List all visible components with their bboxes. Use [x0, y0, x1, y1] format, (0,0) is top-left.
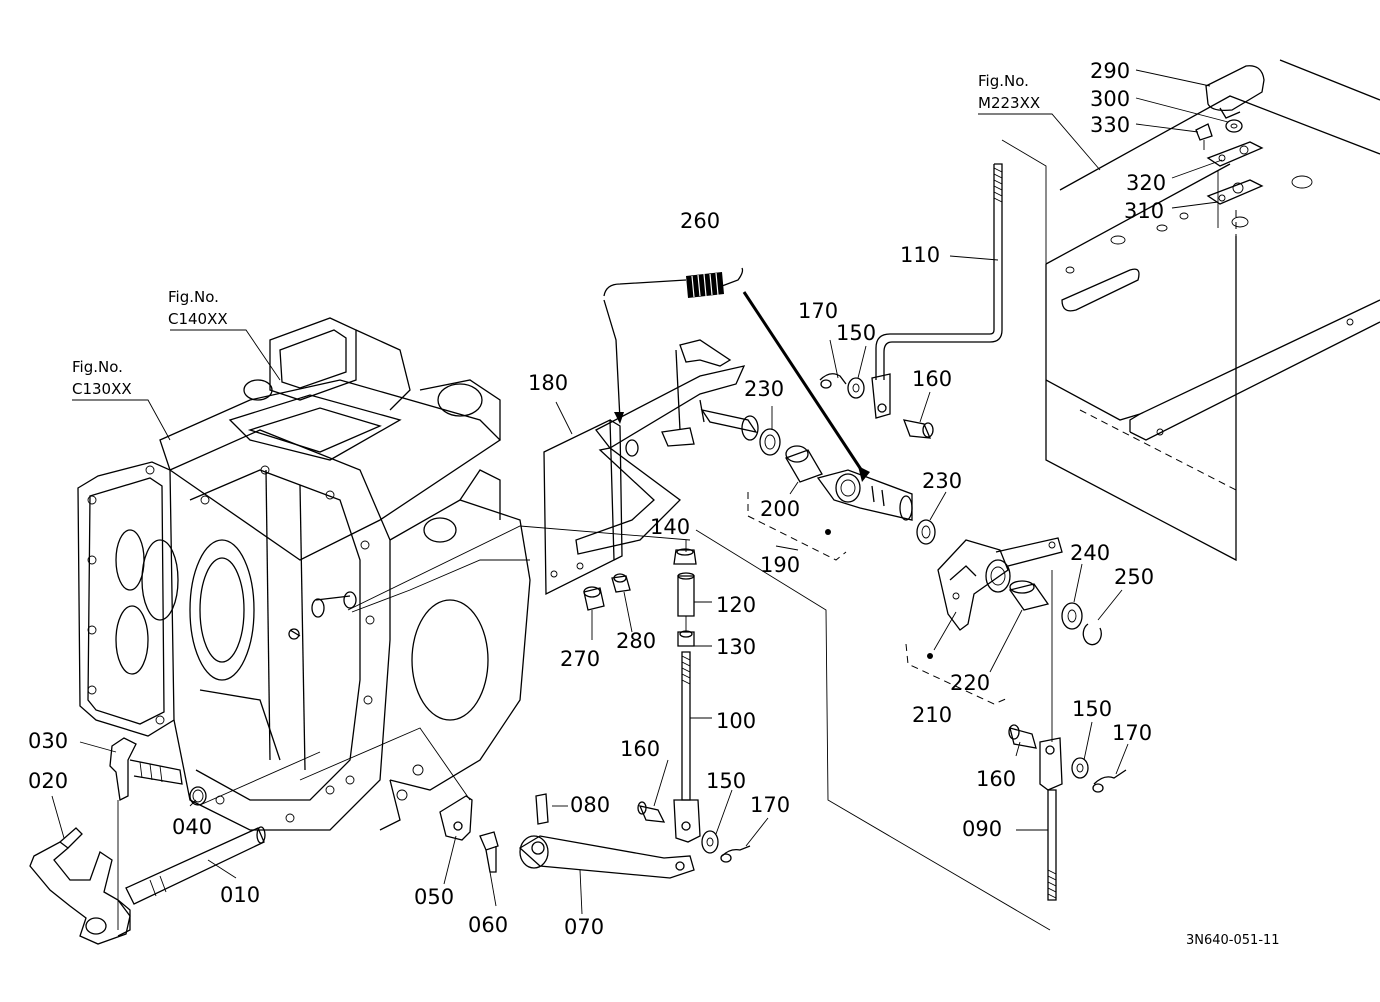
callout-170-middle: 170 — [750, 793, 790, 817]
fig-ref-c130-line2: C130XX — [72, 380, 132, 398]
right-rod-assembly — [1008, 570, 1129, 901]
shift-fork-assembly — [29, 737, 266, 945]
callout-170-upper: 170 — [798, 299, 838, 323]
callout-010: 010 — [220, 883, 260, 907]
callout-070: 070 — [564, 915, 604, 939]
lever-rod-110 — [875, 163, 1003, 380]
callout-080: 080 — [570, 793, 610, 817]
bracket-and-spring — [543, 267, 870, 640]
callout-150-middle: 150 — [706, 769, 746, 793]
fig-ref-c140-line1: Fig.No. — [168, 288, 219, 306]
callout-120: 120 — [716, 593, 756, 617]
transmission-housing — [77, 317, 691, 831]
callout-040: 040 — [172, 815, 212, 839]
callout-230-lower: 230 — [922, 469, 962, 493]
callout-090: 090 — [962, 817, 1002, 841]
callout-330: 330 — [1090, 113, 1130, 137]
callout-170-right: 170 — [1112, 721, 1152, 745]
callout-290: 290 — [1090, 59, 1130, 83]
quadrant-assembly — [905, 491, 1123, 705]
callout-150-upper: 150 — [836, 321, 876, 345]
callout-110: 110 — [900, 243, 940, 267]
callout-150-right: 150 — [1072, 697, 1112, 721]
callout-200: 200 — [760, 497, 800, 521]
callout-280: 280 — [616, 629, 656, 653]
callout-030: 030 — [28, 729, 68, 753]
fig-ref-c130-line1: Fig.No. — [72, 358, 123, 376]
callout-320: 320 — [1126, 171, 1166, 195]
callout-260: 260 — [680, 209, 720, 233]
callout-250: 250 — [1114, 565, 1154, 589]
lower-linkage — [439, 793, 695, 915]
callout-190: 190 — [760, 553, 800, 577]
floor-panel — [1001, 59, 1380, 562]
callout-220: 220 — [950, 671, 990, 695]
callout-180: 180 — [528, 371, 568, 395]
callout-160-middle: 160 — [620, 737, 660, 761]
fig-ref-c140-line2: C140XX — [168, 310, 228, 328]
callout-300: 300 — [1090, 87, 1130, 111]
callout-020: 020 — [28, 769, 68, 793]
callout-160-upper: 160 — [912, 367, 952, 391]
callout-270: 270 — [560, 647, 600, 671]
callout-130: 130 — [716, 635, 756, 659]
diagram-code: 3N640-051-11 — [1186, 933, 1280, 948]
center-rod-assembly — [637, 529, 1051, 931]
pivot-assembly — [747, 339, 934, 561]
callout-240: 240 — [1070, 541, 1110, 565]
callout-060: 060 — [468, 913, 508, 937]
callout-100: 100 — [716, 709, 756, 733]
knob-assembly — [1135, 65, 1265, 560]
callout-140: 140 — [650, 515, 690, 539]
callout-160-right: 160 — [976, 767, 1016, 791]
fig-ref-m223-line2: M223XX — [978, 94, 1040, 112]
fig-ref-m223-line1: Fig.No. — [978, 72, 1029, 90]
callout-050: 050 — [414, 885, 454, 909]
callout-310: 310 — [1124, 199, 1164, 223]
callout-230-upper: 230 — [744, 377, 784, 401]
callout-210: 210 — [912, 703, 952, 727]
